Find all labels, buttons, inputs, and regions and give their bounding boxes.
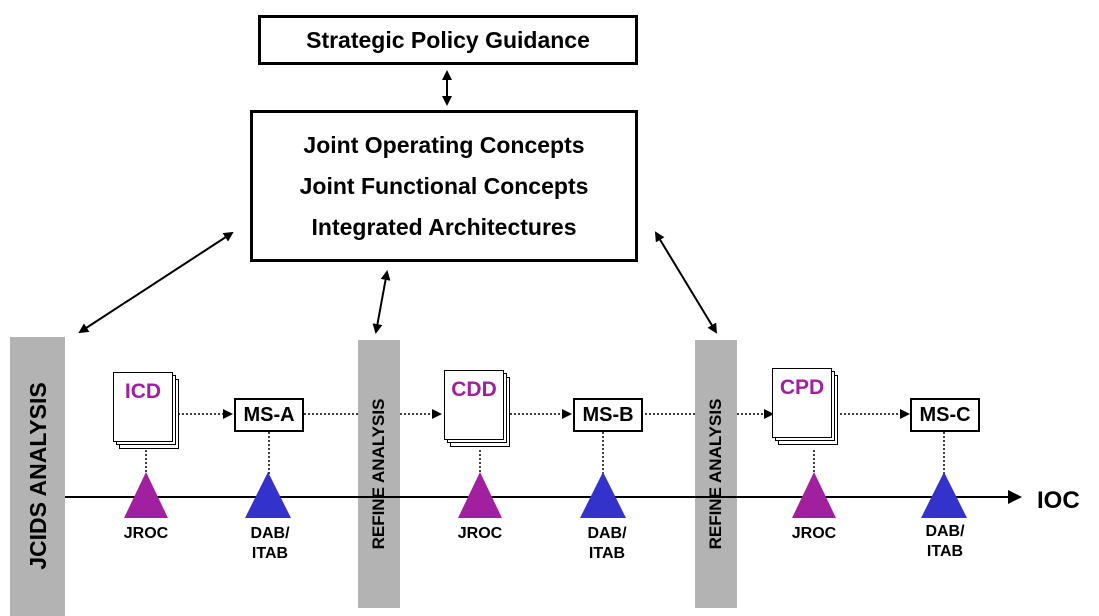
dab-itab-label-1: DAB/ ITAB: [230, 524, 310, 564]
itab-label: ITAB: [926, 543, 964, 560]
strategic-policy-box: Strategic Policy Guidance: [258, 15, 638, 65]
document-page: [444, 370, 504, 440]
dab-itab-label-3: DAB/ ITAB: [905, 522, 985, 562]
itab-label: ITAB: [588, 545, 626, 562]
jroc-label-3: JROC: [791, 525, 837, 542]
dab-triangle-2: [580, 472, 626, 518]
refine-analysis-bar-2: [695, 340, 737, 608]
dab-itab-label-2: DAB/ ITAB: [567, 524, 647, 564]
document-page: [772, 368, 832, 438]
flow-arrowhead-msb: [562, 409, 572, 419]
dab-label: DAB/: [925, 523, 965, 540]
icd-document: ICD: [113, 372, 179, 449]
flow-arrowhead-cpd: [764, 409, 774, 419]
cdd-label: CDD: [451, 378, 497, 401]
flow-arrowhead-msc: [900, 409, 910, 419]
dab-label: DAB/: [250, 525, 290, 542]
cpd-label: CPD: [779, 376, 825, 399]
concepts-line-3: Integrated Architectures: [311, 213, 577, 240]
jroc-triangle-1: [124, 472, 168, 518]
flow-arrowhead-cdd: [432, 409, 442, 419]
jroc-label-1: JROC: [123, 525, 169, 542]
cdd-document: CDD: [444, 370, 510, 447]
jroc-label-2: JROC: [457, 525, 503, 542]
concepts-box: Joint Operating Concepts Joint Functiona…: [250, 110, 638, 262]
milestone-c-box: MS-C: [910, 398, 980, 432]
concepts-line-2: Joint Functional Concepts: [299, 172, 589, 199]
icd-label: ICD: [124, 380, 162, 403]
milestone-a-label: MS-A: [243, 403, 295, 426]
jcids-analysis-bar: [10, 337, 65, 616]
document-page: [113, 372, 173, 442]
refine-analysis-bar-1: [358, 340, 400, 608]
milestone-c-label: MS-C: [919, 403, 971, 426]
strategic-policy-label: Strategic Policy Guidance: [306, 26, 590, 53]
flow-arrowhead-msa: [223, 409, 233, 419]
jroc-triangle-3: [792, 472, 836, 518]
milestone-b-label: MS-B: [582, 403, 634, 426]
concepts-jcids-arrow: [78, 231, 234, 334]
concepts-refine2-arrow: [654, 231, 718, 334]
itab-label: ITAB: [251, 545, 289, 562]
milestone-a-box: MS-A: [234, 398, 304, 432]
ioc-label: IOC: [1037, 487, 1080, 514]
timeline-arrowhead: [1008, 490, 1022, 504]
milestone-b-box: MS-B: [573, 398, 643, 432]
dab-triangle-1: [245, 472, 291, 518]
jroc-triangle-2: [458, 472, 502, 518]
concepts-refine1-arrow: [372, 270, 391, 334]
cpd-document: CPD: [772, 368, 838, 445]
dab-label: DAB/: [587, 525, 627, 542]
concepts-line-1: Joint Operating Concepts: [303, 131, 585, 158]
dab-triangle-3: [921, 472, 967, 518]
